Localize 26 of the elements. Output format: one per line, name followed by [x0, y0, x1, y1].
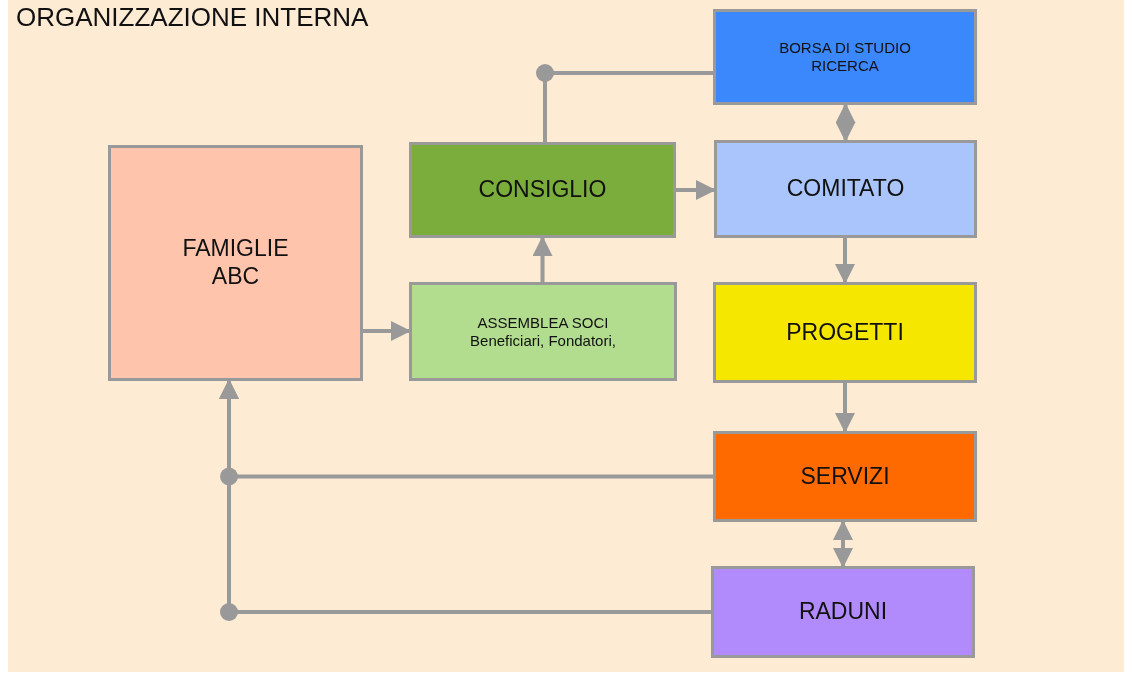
arrow: [532, 236, 553, 282]
diagram-title: ORGANIZZAZIONE INTERNA: [16, 2, 369, 33]
process-box: [711, 566, 975, 658]
arrow: [363, 321, 411, 341]
arrow: [835, 103, 856, 142]
process-box: [713, 431, 977, 522]
process-box: [409, 142, 676, 238]
process-box: [713, 282, 977, 383]
node-label: PROGETTI: [786, 318, 904, 347]
node-label: Beneficiari, Fondatori,: [470, 331, 616, 350]
process-box: [108, 145, 363, 381]
connector-line: [543, 71, 713, 142]
node-label: RADUNI: [798, 598, 888, 626]
arrow: [835, 238, 855, 284]
process-box: [713, 9, 977, 105]
node-label: BORSA DI STUDIO RICERCA: [778, 39, 912, 75]
node-label: FAMIGLIE ABC: [181, 235, 290, 291]
node-label: ASSEMBLEA SOCI: [477, 313, 609, 332]
arrow: [676, 180, 716, 200]
arrow: [835, 383, 855, 433]
process-box: [409, 282, 677, 381]
process-box: [714, 140, 977, 238]
node-label: CONSIGLIO: [478, 176, 607, 204]
arrow: [833, 520, 853, 568]
node-label: COMITATO: [786, 175, 905, 203]
node-label: SERVIZI: [800, 462, 890, 491]
